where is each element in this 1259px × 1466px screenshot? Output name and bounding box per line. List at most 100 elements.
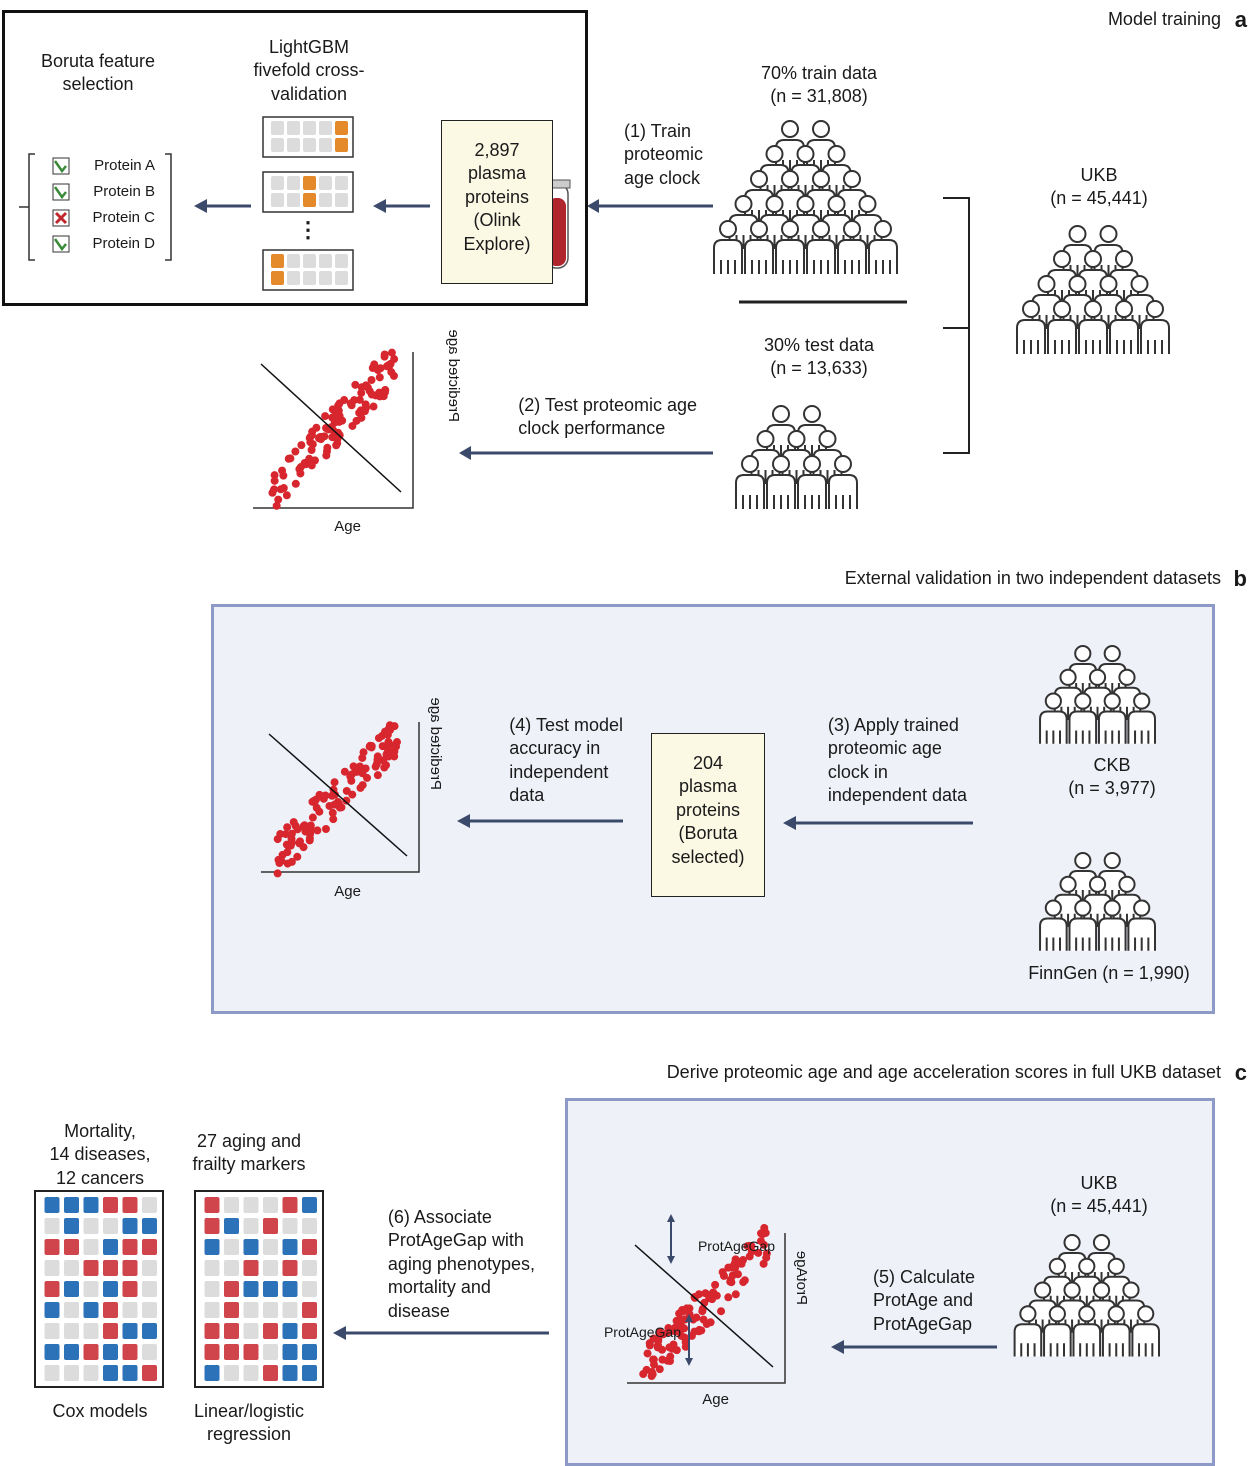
data-point: [387, 368, 396, 377]
data-point: [293, 852, 302, 861]
heatmap-cell: [64, 1218, 79, 1234]
step6-line: aging phenotypes,: [387, 1253, 535, 1274]
person-icon: [766, 455, 796, 509]
step4-line: data: [509, 785, 545, 806]
test-label-text: 30% test data: [763, 335, 875, 355]
plasma-proteins-box-a: 2,897 plasma proteins (Olink Explore): [441, 120, 553, 284]
data-point: [312, 423, 321, 432]
mortality-line: Mortality,: [64, 1121, 136, 1141]
ellipsis: ⋮: [297, 217, 319, 242]
data-point: [308, 440, 317, 449]
heatmap-cell: [142, 1281, 157, 1297]
heatmap-cell: [44, 1260, 60, 1276]
protein-list-bracket: [19, 153, 172, 261]
heatmap-cell: [282, 1239, 298, 1255]
data-point: [357, 388, 366, 397]
person-icon: [1039, 899, 1068, 951]
arrow-step6: [333, 1326, 549, 1340]
data-point: [283, 823, 292, 832]
double-arrow-icon: [685, 1314, 693, 1366]
data-point: [728, 1271, 737, 1280]
heatmap-cell: [263, 1260, 278, 1276]
mortality-line: 14 diseases,: [49, 1144, 151, 1165]
data-point: [328, 433, 337, 442]
data-point: [695, 1290, 704, 1299]
step6-line: ProtAgeGap with: [387, 1230, 524, 1251]
data-point: [321, 791, 330, 800]
protagegap-label-top: ProtAgeGap: [697, 1238, 775, 1254]
data-point: [291, 447, 300, 456]
step6-line: disease: [387, 1300, 450, 1321]
heatmap-cell: [64, 1323, 79, 1339]
step3-line: (3) Apply trained: [827, 715, 959, 735]
proteins-line: Explore): [463, 233, 531, 254]
person-icon: [828, 455, 858, 509]
data-point: [718, 1268, 727, 1277]
protein-name: Protein A: [94, 157, 155, 174]
heatmap-cell: [142, 1344, 157, 1360]
scatter-a-xlabel: Age: [334, 518, 361, 535]
data-point: [378, 742, 387, 751]
cv-cell: [319, 121, 332, 135]
cv-cell: [319, 138, 332, 152]
data-point: [366, 741, 375, 750]
section-b-letter: b: [1233, 566, 1247, 591]
step6-label: (6) Associate ProtAgeGap with aging phen…: [388, 1206, 535, 1323]
cv-cell: [335, 271, 348, 285]
heatmap-cell: [122, 1197, 138, 1213]
ukb-c-n: (n = 45,441): [1050, 1196, 1148, 1217]
heatmap-cell: [243, 1239, 259, 1255]
step5-line: ProtAgeGap: [872, 1313, 973, 1334]
heatmap-cell: [302, 1344, 317, 1360]
data-point: [380, 352, 389, 361]
heatmap-cell: [282, 1281, 298, 1297]
heatmap-cell: [302, 1302, 317, 1318]
data-point: [281, 830, 290, 839]
check-icon: [52, 235, 70, 253]
heatmap-cell: [224, 1281, 239, 1297]
step3-line: clock in: [827, 761, 888, 782]
data-point: [731, 1290, 740, 1299]
heatmap-cell: [224, 1197, 239, 1213]
heatmap-cell: [142, 1239, 157, 1255]
heatmap-cell: [263, 1218, 278, 1234]
cv-fold-grids: [262, 116, 354, 291]
data-point: [321, 412, 330, 421]
heatmap-cell: [64, 1281, 79, 1297]
data-point: [273, 869, 282, 878]
heatmap-cell: [44, 1302, 60, 1318]
person-icon: [1016, 300, 1046, 354]
data-point: [286, 454, 295, 463]
step4-line: independent: [509, 761, 609, 782]
step4-label: (4) Test model accuracy in independent d…: [509, 714, 623, 808]
data-point: [359, 748, 368, 757]
heatmap-cell: [103, 1260, 118, 1276]
data-point: [671, 1327, 680, 1336]
heatmap-cell: [44, 1344, 60, 1360]
proteins-line: plasma: [467, 163, 527, 184]
cv-cell: [271, 138, 284, 152]
step5-line: (5) Calculate: [872, 1267, 975, 1287]
data-point: [361, 764, 370, 773]
data-point: [392, 738, 401, 747]
data-point: [387, 348, 396, 357]
heatmap-cell: [103, 1197, 118, 1213]
data-point: [675, 1309, 684, 1318]
data-point: [724, 1263, 733, 1272]
data-point: [647, 1372, 656, 1381]
cross-icon: [52, 209, 70, 227]
heatmap-cell: [142, 1302, 157, 1318]
data-point: [327, 422, 336, 431]
proteins-line: (Boruta: [678, 823, 738, 844]
cv-cell: [271, 271, 284, 285]
step4-line: accuracy in: [509, 738, 601, 759]
heatmap-cell: [103, 1218, 118, 1234]
heatmap-cell: [282, 1197, 298, 1213]
person-icon: [1072, 1305, 1102, 1357]
heatmap-cell: [263, 1239, 278, 1255]
people-icon-test: [735, 405, 858, 509]
heatmap-cell: [44, 1281, 60, 1297]
heatmap-cell: [142, 1218, 157, 1234]
heatmap-cell: [243, 1323, 259, 1339]
